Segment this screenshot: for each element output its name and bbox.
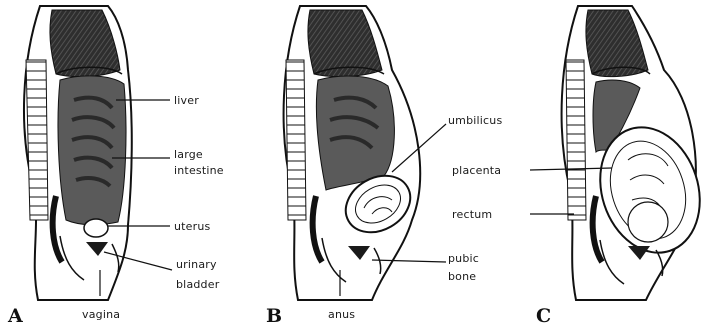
label-urinary: urinary	[176, 258, 217, 271]
label-umbilicus: umbilicus	[448, 114, 502, 127]
label-liver: liver	[174, 94, 199, 107]
panel-letter-b: B	[266, 305, 282, 327]
panel-b-figure	[284, 6, 421, 300]
panel-letter-a: A	[7, 305, 23, 327]
label-anus: anus	[328, 308, 355, 321]
label-placenta: placenta	[452, 164, 501, 177]
panel-c-figure	[562, 6, 702, 300]
panel-letter-c: C	[536, 305, 551, 327]
label-rectum: rectum	[452, 208, 492, 221]
label-pubic: pubic	[448, 252, 479, 265]
label-intestine: intestine	[174, 164, 224, 177]
label-large: large	[174, 148, 203, 161]
label-uterus: uterus	[174, 220, 211, 233]
label-bladder: bladder	[176, 278, 220, 291]
label-bone: bone	[448, 270, 476, 283]
panel-a-figure	[24, 6, 132, 300]
label-vagina: vagina	[82, 308, 120, 321]
